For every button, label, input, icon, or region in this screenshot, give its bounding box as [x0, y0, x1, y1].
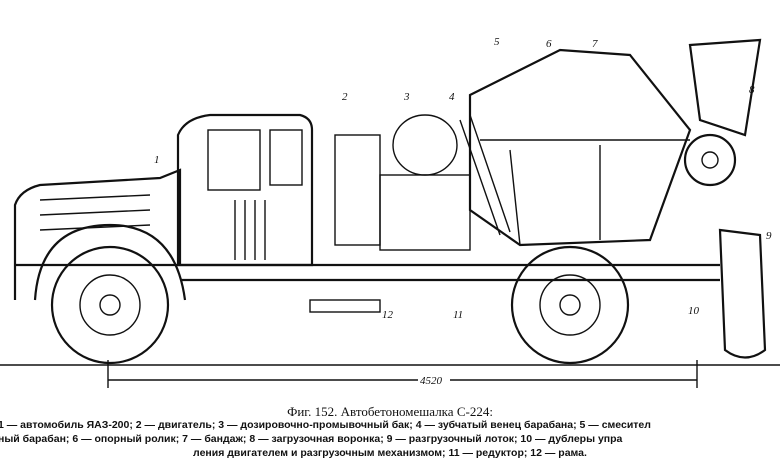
dimension-label: 4520 — [420, 375, 443, 387]
wheels — [0, 245, 780, 366]
callout-5: 5 — [494, 36, 500, 48]
callout-2: 2 — [342, 91, 348, 103]
figure-caption-title: Фиг. 152. Автобетономешалка С-224: — [287, 404, 493, 419]
callouts: 1 2 3 4 5 6 7 8 9 10 11 12 — [154, 36, 772, 321]
truck-mixer-drawing: 4520 1 2 3 4 5 6 7 8 9 10 11 12 — [0, 36, 780, 388]
callout-9: 9 — [766, 230, 772, 242]
legend-line-1: 1 — автомобиль ЯАЗ-200; 2 — двигатель; 3… — [0, 419, 651, 431]
truck-body — [13, 38, 767, 359]
dimension-line: 4520 — [107, 360, 698, 388]
callout-1: 1 — [154, 154, 160, 166]
figure-legend: 1 — автомобиль ЯАЗ-200; 2 — двигатель; 3… — [0, 418, 780, 460]
callout-6: 6 — [546, 38, 552, 50]
legend-line-3: ления двигателем и разгрузочным механизм… — [193, 447, 587, 459]
callout-10: 10 — [688, 305, 700, 317]
callout-4: 4 — [449, 91, 455, 103]
callout-8: 8 — [749, 84, 755, 96]
callout-12: 12 — [382, 309, 394, 321]
callout-3: 3 — [403, 91, 410, 103]
callout-11: 11 — [453, 309, 463, 321]
callout-7: 7 — [592, 38, 598, 50]
legend-line-2: ный барабан; 6 — опорный ролик; 7 — банд… — [0, 433, 623, 445]
